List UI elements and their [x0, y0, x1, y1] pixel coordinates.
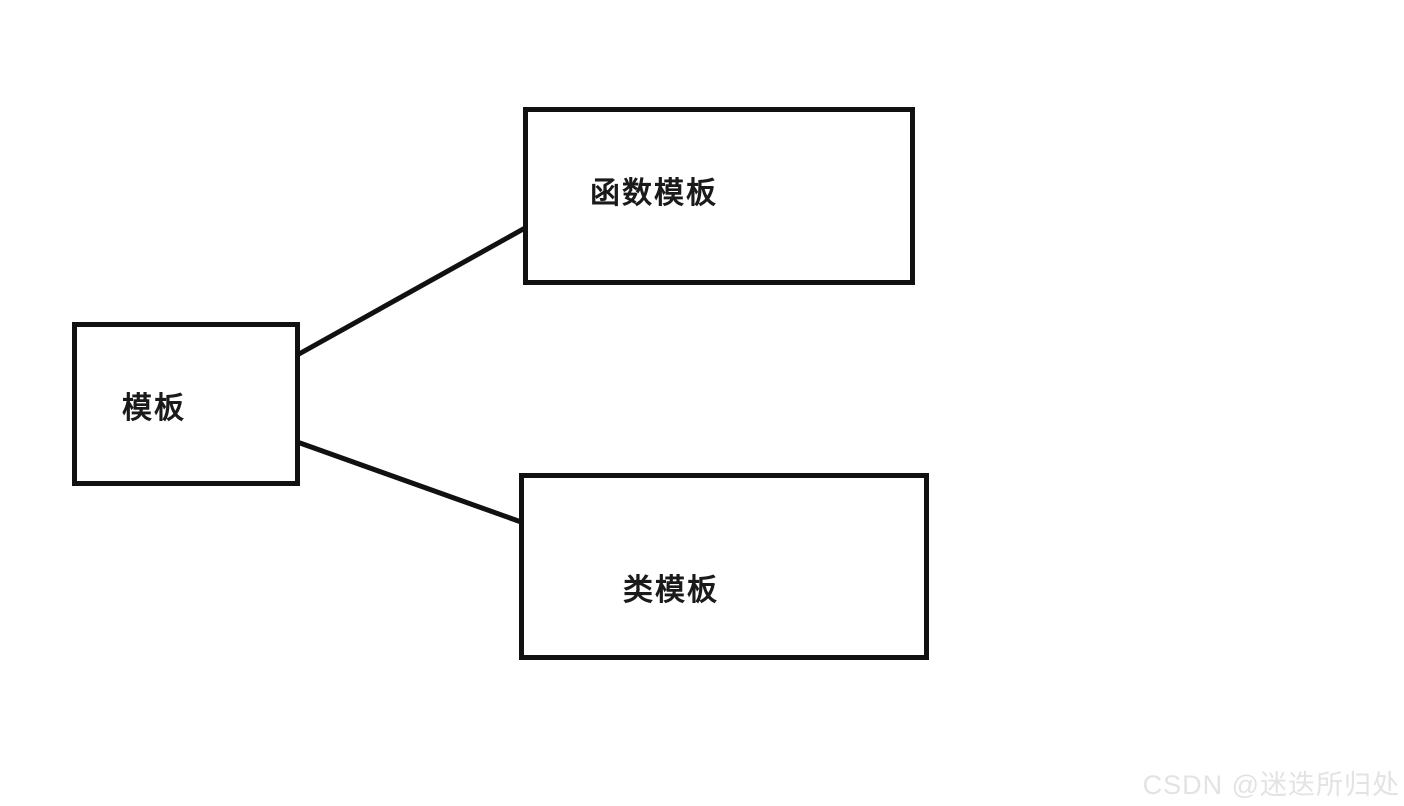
- node-class-template-label: 类模板: [623, 574, 719, 607]
- node-function-template: 函数模板: [523, 107, 915, 285]
- node-class-template: 类模板: [519, 473, 929, 660]
- node-function-template-label: 函数模板: [590, 177, 718, 210]
- node-template: 模板: [72, 322, 300, 486]
- csdn-watermark: CSDN @迷迭所归处: [1142, 770, 1400, 800]
- edge-template-to-function-template: [296, 220, 537, 357]
- node-template-label: 模板: [122, 392, 186, 425]
- edge-template-to-class-template: [297, 440, 541, 531]
